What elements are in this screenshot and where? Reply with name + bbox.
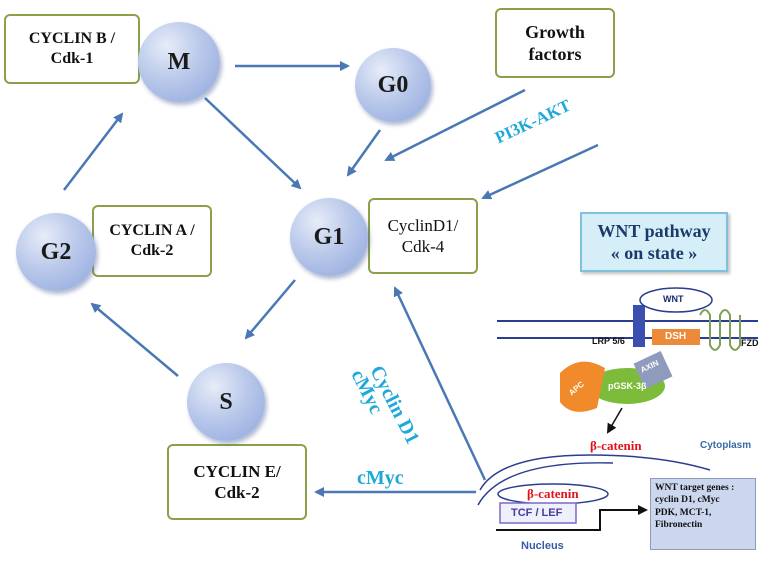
lrp-receptor bbox=[633, 305, 645, 347]
cyclin-d1-cdk4-box: CyclinD1/ Cdk-4 bbox=[368, 198, 478, 274]
gsk-label: pGSK-3β bbox=[608, 381, 647, 391]
cyclin-b-cdk1-box: CYCLIN B / Cdk-1 bbox=[4, 14, 140, 84]
dsh-label: DSH bbox=[665, 331, 687, 342]
phase-g2-circle: G2 bbox=[16, 213, 96, 291]
growth-factors-box: Growth factors bbox=[495, 8, 615, 78]
axin-protein bbox=[633, 350, 673, 390]
lrp-label: LRP 5/6 bbox=[592, 336, 625, 346]
beta-catenin-nucleus-label: β-catenin bbox=[527, 486, 579, 501]
gene-activation-arrow bbox=[496, 505, 648, 531]
cell-membrane bbox=[497, 320, 758, 339]
arrow-s-to-g2 bbox=[90, 302, 179, 377]
arrow-g0-to-g1 bbox=[346, 129, 382, 177]
wnt-label: WNT bbox=[663, 294, 684, 304]
arrow-g2-to-m bbox=[63, 112, 124, 191]
cyclin-e-cdk2-box: CYCLIN E/ Cdk-2 bbox=[167, 444, 307, 520]
phase-g0-circle: G0 bbox=[355, 48, 431, 122]
cmyc-label: cMyc bbox=[357, 467, 404, 489]
arrow-growth-to-g1 bbox=[384, 88, 526, 162]
cyclin-a-cdk2-box: CYCLIN A / Cdk-2 bbox=[92, 205, 212, 277]
cytoplasm-label: Cytoplasm bbox=[700, 440, 752, 451]
wnt-pathway-title-box: WNT pathway « on state » bbox=[580, 212, 728, 272]
phase-m-circle: M bbox=[138, 22, 220, 102]
fzd-receptor bbox=[699, 309, 741, 351]
phase-g1-circle: G1 bbox=[290, 198, 368, 276]
apc-protein bbox=[560, 361, 605, 412]
beta-catenin-cytoplasm-label: β-catenin bbox=[590, 438, 642, 453]
nucleus-label: Nucleus bbox=[521, 540, 564, 552]
dsh-protein bbox=[652, 329, 700, 345]
arrow-pi3k-to-g1 bbox=[481, 143, 599, 200]
wnt-target-genes-box: WNT target genes : cyclin D1, cMyc PDK, … bbox=[650, 478, 756, 550]
fzd-label: FZD bbox=[741, 338, 759, 348]
arrow-gsk-to-beta-catenin bbox=[606, 407, 623, 434]
arrow-wnt-to-g1 bbox=[393, 286, 487, 481]
arrow-m-to-g1 bbox=[204, 97, 302, 190]
tcf-lef-label: TCF / LEF bbox=[511, 507, 563, 519]
wnt-ligand bbox=[639, 287, 713, 313]
nuclear-envelope-inner bbox=[477, 462, 614, 506]
phase-s-circle: S bbox=[187, 363, 265, 441]
arrow-g1-to-s bbox=[244, 279, 296, 340]
nuclear-envelope bbox=[479, 454, 711, 491]
tcf-lef-box bbox=[499, 502, 577, 524]
